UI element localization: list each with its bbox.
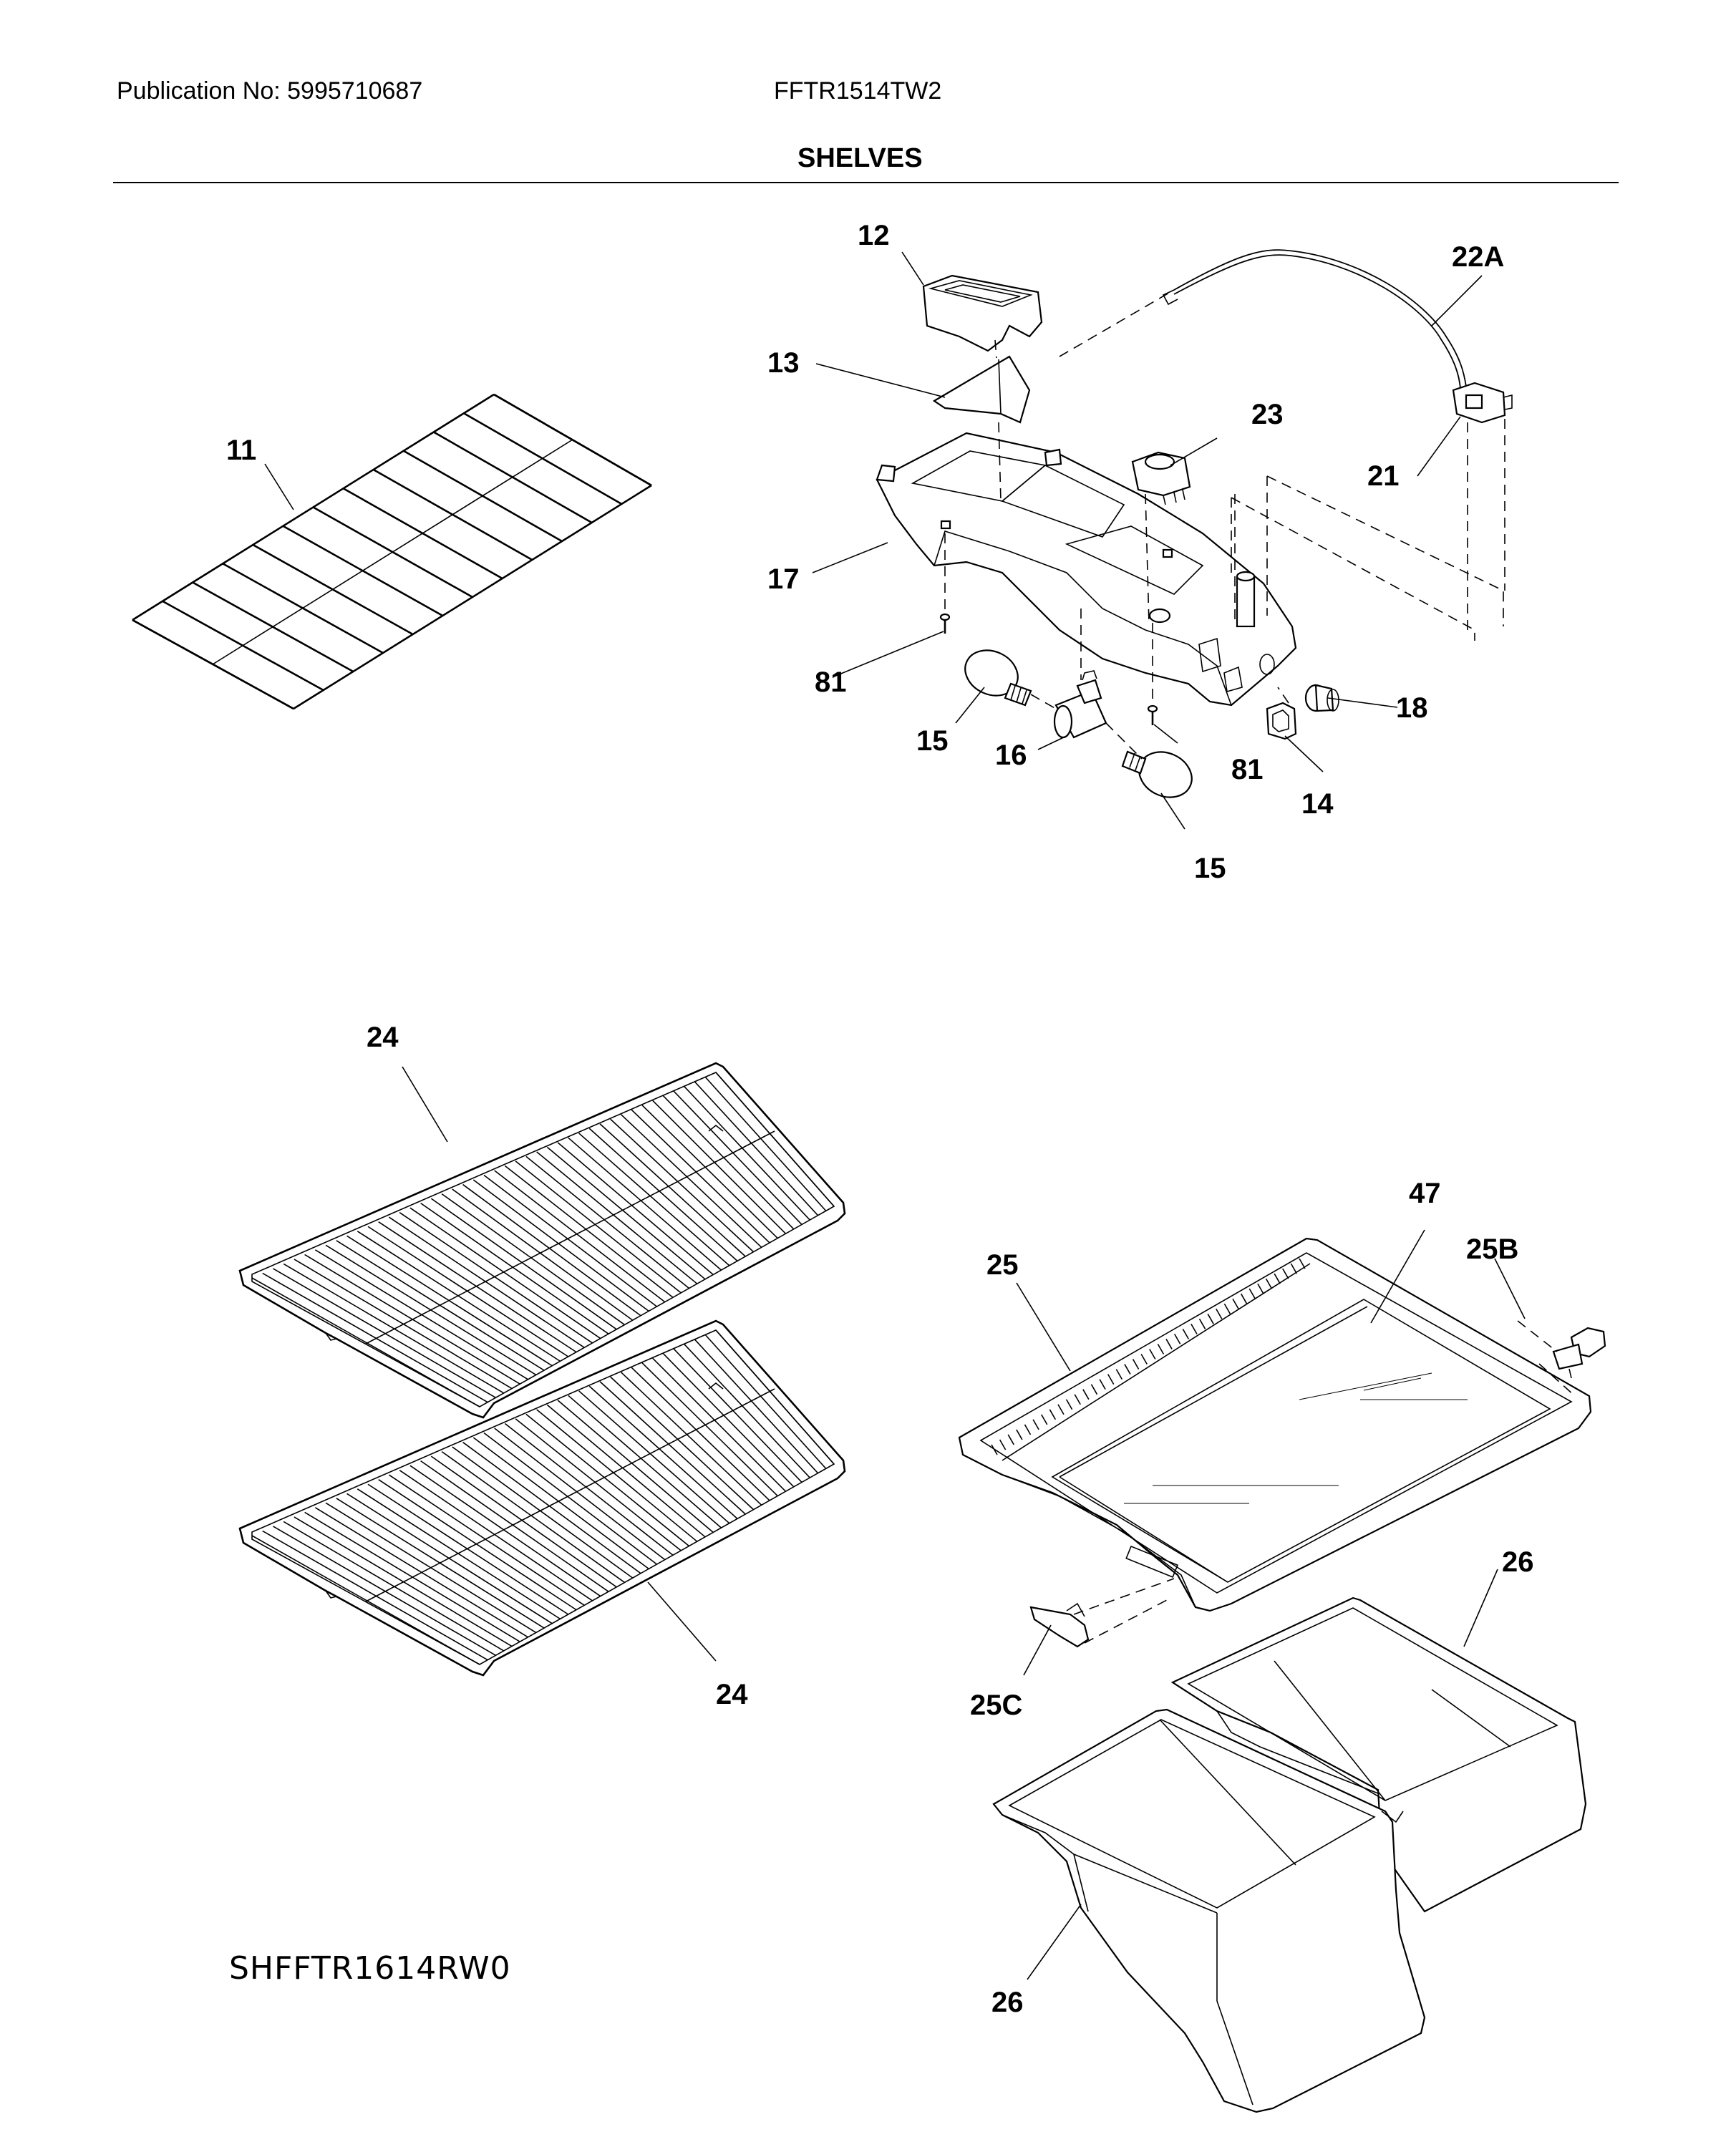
callout-24-lower: 24 bbox=[716, 1679, 748, 1710]
callout-14: 14 bbox=[1301, 788, 1334, 820]
callout-13: 13 bbox=[767, 347, 800, 379]
part-81-screw-lower[interactable] bbox=[1147, 704, 1158, 725]
callout-11: 11 bbox=[226, 435, 256, 466]
callout-26-front: 26 bbox=[991, 1987, 1024, 2018]
callout-26-rear: 26 bbox=[1502, 1546, 1534, 1578]
part-25b-support-bracket[interactable] bbox=[1517, 1320, 1606, 1397]
callout-22a: 22A bbox=[1452, 241, 1504, 273]
part-13-diffuser[interactable] bbox=[932, 355, 1031, 424]
callout-16: 16 bbox=[995, 740, 1027, 771]
section-title: SHELVES bbox=[797, 143, 923, 173]
part-17-control-housing[interactable] bbox=[876, 432, 1297, 707]
part-18-knob[interactable] bbox=[1304, 684, 1339, 712]
callout-18: 18 bbox=[1396, 692, 1428, 724]
header-rule bbox=[113, 182, 1619, 183]
drawing-code: SHFFTR1614RW0 bbox=[229, 1950, 511, 1987]
callout-15-upper: 15 bbox=[916, 725, 949, 757]
part-81-screw-upper[interactable] bbox=[939, 613, 951, 634]
callout-24-upper: 24 bbox=[367, 1022, 399, 1053]
part-14-rocker-switch[interactable] bbox=[1266, 702, 1297, 740]
part-16-lamp-socket[interactable] bbox=[1053, 670, 1107, 739]
callout-12: 12 bbox=[858, 220, 890, 251]
part-26-crisper-pan-front[interactable] bbox=[992, 1708, 1426, 2113]
part-25-crisper-cover-frame[interactable] bbox=[958, 1237, 1592, 1612]
part-15-light-bulb-lower[interactable] bbox=[1121, 744, 1199, 805]
callout-15-lower: 15 bbox=[1194, 853, 1226, 884]
part-22a-wire-harness[interactable] bbox=[1162, 249, 1467, 389]
model-number: FFTR1514TW2 bbox=[774, 77, 942, 105]
part-25c-support-bracket[interactable] bbox=[1029, 1578, 1175, 1648]
callout-23: 23 bbox=[1251, 399, 1284, 430]
publication-number: Publication No: 5995710687 bbox=[117, 77, 423, 105]
callout-81-upper: 81 bbox=[815, 667, 847, 698]
part-26-crisper-pan-rear[interactable] bbox=[1170, 1596, 1587, 1913]
part-47-glass-insert[interactable] bbox=[1051, 1299, 1551, 1583]
part-24-wire-shelf-upper[interactable] bbox=[238, 1062, 846, 1419]
part-15-light-bulb-upper[interactable] bbox=[958, 642, 1032, 707]
callout-25: 25 bbox=[986, 1249, 1019, 1281]
assembly-dashed-lines bbox=[944, 289, 1505, 760]
callout-leaders bbox=[264, 251, 1526, 1980]
part-24-wire-shelf-lower[interactable] bbox=[238, 1319, 846, 1677]
callout-labels: 11 12 13 17 81 15 16 81 18 14 15 23 21 2… bbox=[226, 220, 1534, 2018]
part-12-housing-cover[interactable] bbox=[922, 274, 1043, 352]
callout-25b: 25B bbox=[1466, 1234, 1518, 1265]
callout-81-lower: 81 bbox=[1231, 754, 1264, 785]
callout-17: 17 bbox=[767, 563, 800, 595]
callout-21: 21 bbox=[1367, 460, 1400, 492]
callout-47: 47 bbox=[1409, 1178, 1441, 1209]
part-11-wire-rack[interactable] bbox=[132, 393, 652, 710]
callout-25c: 25C bbox=[970, 1690, 1022, 1721]
part-23-defrost-timer[interactable] bbox=[1131, 451, 1191, 505]
part-21-switch[interactable] bbox=[1452, 382, 1513, 424]
